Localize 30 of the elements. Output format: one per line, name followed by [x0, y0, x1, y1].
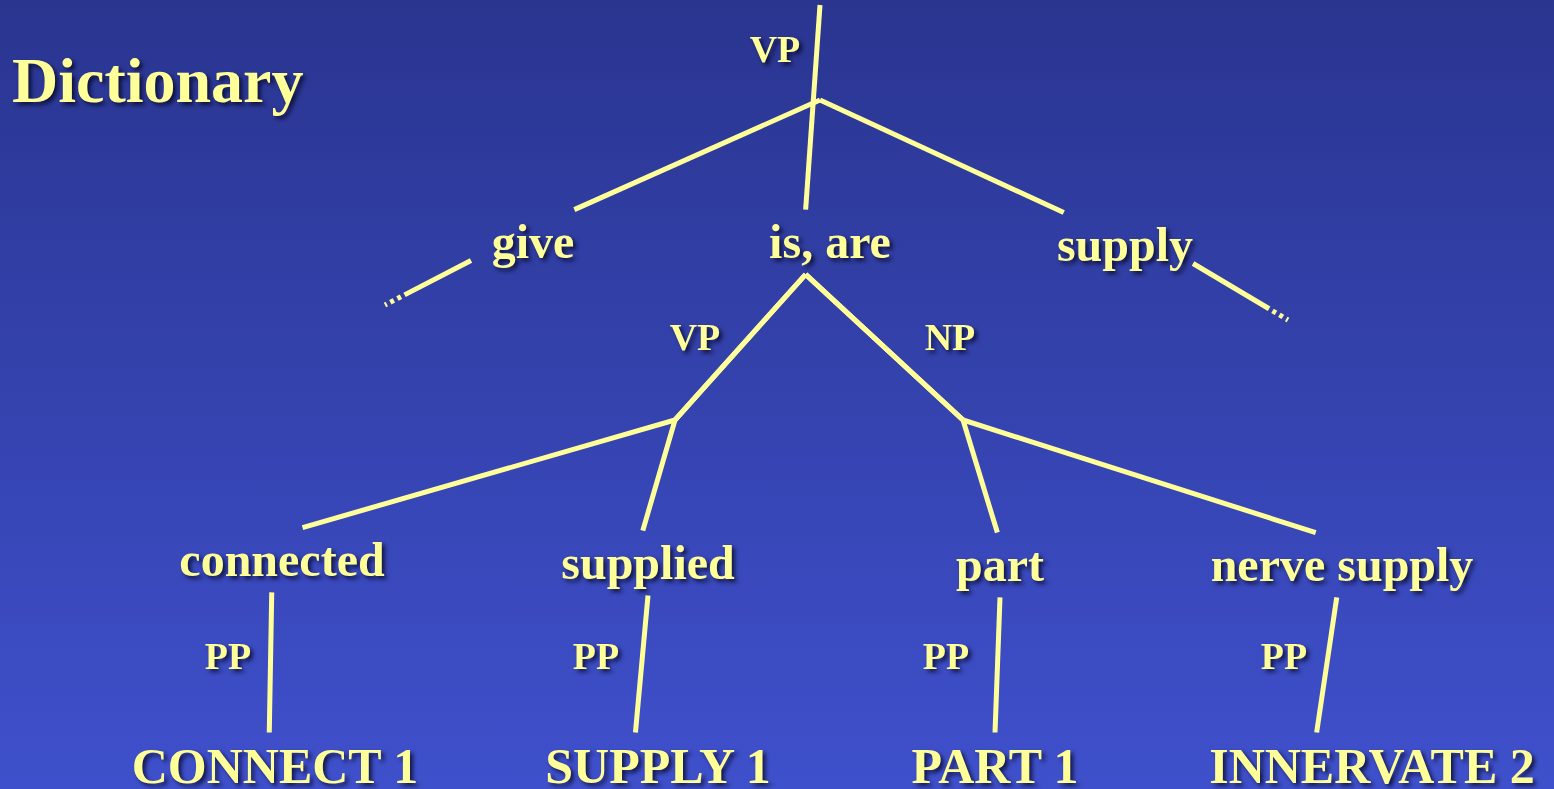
- edge-label: PP: [572, 636, 620, 678]
- tree-node-label: INNERVATE 2: [1209, 738, 1535, 789]
- tree-node-label: nerve supply: [1210, 538, 1474, 592]
- tree-branch-line: [818, 97, 1065, 215]
- edge-label: VP: [749, 29, 801, 71]
- tree-branch-line: [1314, 597, 1340, 733]
- tree-node-label: PART 1: [911, 738, 1079, 789]
- tree-node-label: give: [491, 215, 575, 269]
- tree-branch-line: [640, 272, 808, 532]
- tree-node-label: supply: [1056, 218, 1194, 272]
- edge-label: NP: [924, 317, 976, 359]
- tree-branch-line: [992, 597, 1003, 733]
- tree-node-label: CONNECT 1: [131, 738, 419, 789]
- edge-label: VP: [669, 317, 721, 359]
- tree-node-label: SUPPLY 1: [545, 738, 771, 789]
- tree-branch-line: [632, 595, 651, 733]
- tree-branch-line: [803, 4, 823, 210]
- tree-branch-line: [803, 272, 1317, 535]
- tree-node-label: supplied: [561, 536, 735, 590]
- title: Dictionary: [12, 46, 304, 117]
- tree-branch-line: [573, 97, 821, 212]
- tree-node-label: is, are: [769, 215, 891, 269]
- edge-label: PP: [204, 636, 252, 678]
- tree-node-label: connected: [179, 533, 385, 587]
- trailing-branch-line: [1191, 261, 1290, 323]
- edge-label: PP: [1260, 636, 1308, 678]
- edge-label: PP: [922, 636, 970, 678]
- trailing-branch-line: [383, 258, 473, 308]
- tree-node-label: part: [956, 538, 1044, 592]
- tree-branch-line: [266, 592, 275, 733]
